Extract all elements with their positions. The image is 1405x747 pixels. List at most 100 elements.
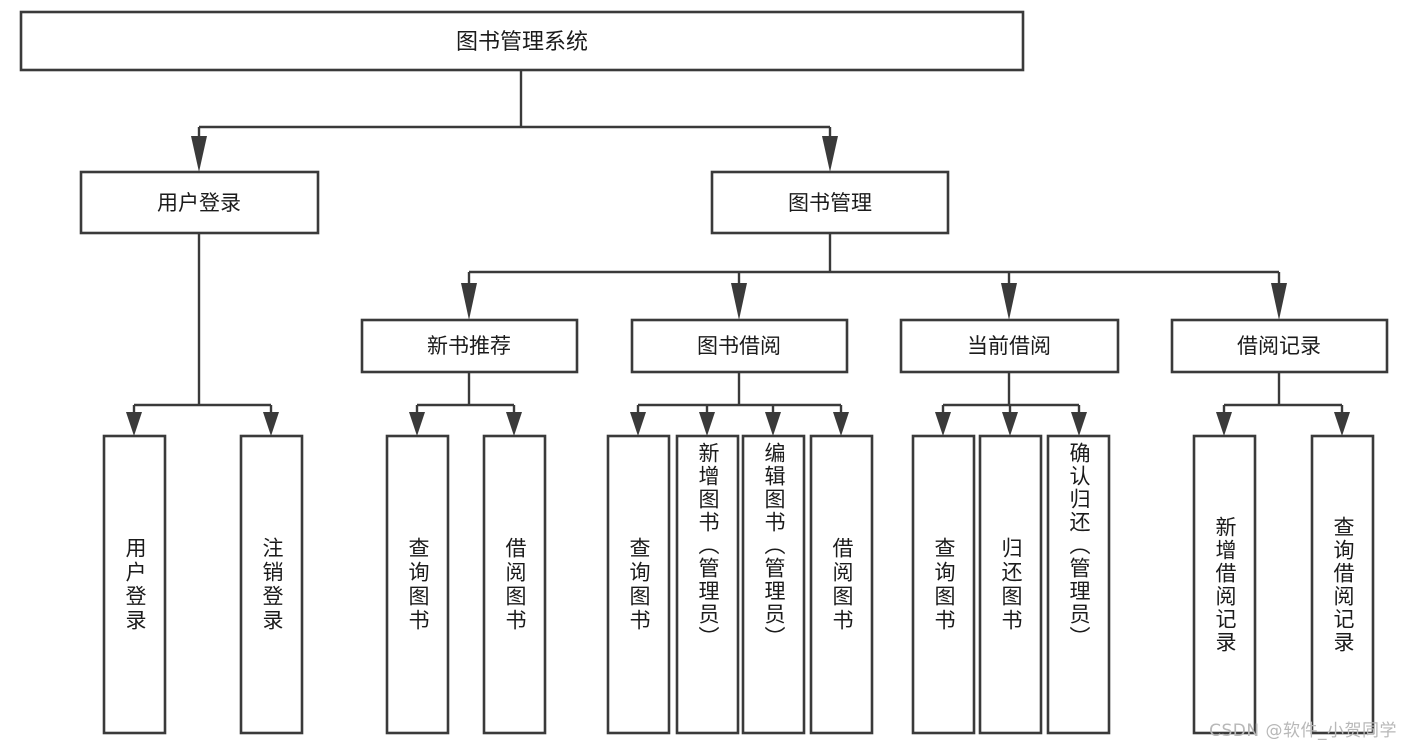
leaf-return-book-text-area: 归还图书: [999, 536, 1023, 633]
node-current-borrow-box[interactable]: [899, 318, 1120, 374]
leaf-edit-book-text-area: 编辑图书（管理员）: [762, 442, 786, 649]
leaf-confirm-return-text-area: 确认归还（管理员）: [1067, 442, 1091, 649]
node-new-book-recommend[interactable]: 新书推荐: [360, 318, 579, 374]
leaf-node[interactable]: 确认归还（管理员）: [1046, 434, 1111, 735]
node-root-box[interactable]: [19, 10, 1025, 72]
leaf-borrow-book-1-box[interactable]: [482, 434, 547, 735]
node-root-label: 图书管理系统: [456, 30, 588, 55]
leaf-confirm-return-label: 确认归还（管理员）: [1067, 442, 1091, 649]
node-book-management-box[interactable]: [710, 170, 950, 235]
connector-current-borrow-to-leaves: [935, 372, 1087, 436]
leaf-node[interactable]: 用户登录: [102, 434, 167, 735]
node-user-login[interactable]: 用户登录: [79, 170, 320, 235]
leaf-node[interactable]: 借阅图书: [809, 434, 874, 735]
arrow-head-icon: [126, 412, 142, 436]
arrow-head-icon: [1002, 412, 1018, 436]
leaf-query-book-1-box[interactable]: [385, 434, 450, 735]
arrow-head-icon: [1071, 412, 1087, 436]
leaf-add-book-box[interactable]: [675, 434, 740, 735]
arrow-head-icon: [1334, 412, 1350, 436]
leaf-edit-book-label: 编辑图书（管理员）: [762, 442, 786, 649]
arrow-head-icon: [191, 136, 207, 172]
arrow-head-icon: [263, 412, 279, 436]
leaf-node[interactable]: 编辑图书（管理员）: [741, 434, 806, 735]
leaf-query-book-1-text-area: 查询图书: [406, 536, 430, 633]
node-new-book-recommend-box[interactable]: [360, 318, 579, 374]
leaf-add-record-label: 新增借阅记录: [1213, 515, 1237, 654]
node-borrow-record-box[interactable]: [1170, 318, 1389, 374]
leaf-borrow-book-2-label: 借阅图书: [830, 536, 854, 633]
arrow-head-icon: [699, 412, 715, 436]
leaf-query-book-3-text-area: 查询图书: [932, 536, 956, 633]
node-borrow-record[interactable]: 借阅记录: [1170, 318, 1389, 374]
connector-root-to-level2: [191, 70, 838, 172]
leaf-node[interactable]: 查询图书: [385, 434, 450, 735]
arrow-head-icon: [1271, 283, 1287, 320]
leaf-logout-login-label: 注销登录: [260, 536, 284, 633]
arrow-head-icon: [461, 283, 477, 320]
leaf-query-record-box[interactable]: [1310, 434, 1375, 735]
connector-user-login-to-leaves: [126, 233, 279, 436]
arrow-head-icon: [833, 412, 849, 436]
node-book-borrow-box[interactable]: [630, 318, 849, 374]
node-book-management[interactable]: 图书管理: [710, 170, 950, 235]
connector-book-borrow-to-leaves: [630, 372, 849, 436]
leaf-user-login-text-area: 用户登录: [123, 536, 147, 633]
leaf-query-book-2-label: 查询图书: [627, 536, 651, 633]
node-current-borrow[interactable]: 当前借阅: [899, 318, 1120, 374]
leaf-query-book-1-label: 查询图书: [406, 536, 430, 633]
arrow-head-icon: [506, 412, 522, 436]
leaf-query-record-text-area: 查询借阅记录: [1331, 515, 1355, 654]
arrow-head-icon: [630, 412, 646, 436]
leaf-node[interactable]: 查询图书: [606, 434, 671, 735]
leaf-node[interactable]: 借阅图书: [482, 434, 547, 735]
leaf-return-book-label: 归还图书: [999, 536, 1023, 633]
arrow-head-icon: [1001, 283, 1017, 320]
node-current-borrow-label: 当前借阅: [967, 334, 1051, 358]
leaf-confirm-return-box[interactable]: [1046, 434, 1111, 735]
arrow-head-icon: [822, 136, 838, 172]
leaf-return-book-box[interactable]: [978, 434, 1043, 735]
leaf-node[interactable]: 注销登录: [239, 434, 304, 735]
connector-borrow-record-to-leaves: [1216, 372, 1350, 436]
leaf-query-book-3-label: 查询图书: [932, 536, 956, 633]
leaf-add-book-label: 新增图书（管理员）: [696, 442, 720, 649]
leaf-borrow-book-1-text-area: 借阅图书: [503, 536, 527, 633]
leaf-query-book-2-box[interactable]: [606, 434, 671, 735]
node-book-borrow[interactable]: 图书借阅: [630, 318, 849, 374]
leaf-query-book-2-text-area: 查询图书: [627, 536, 651, 633]
leaf-node[interactable]: 新增图书（管理员）: [675, 434, 740, 735]
leaf-borrow-book-1-label: 借阅图书: [503, 536, 527, 633]
leaf-logout-login-box[interactable]: [239, 434, 304, 735]
leaf-add-book-text-area: 新增图书（管理员）: [696, 442, 720, 649]
connector-book-management-to-level3: [461, 233, 1287, 320]
node-root[interactable]: 图书管理系统: [19, 10, 1025, 72]
leaf-node[interactable]: 查询借阅记录: [1310, 434, 1375, 735]
leaf-user-login-box[interactable]: [102, 434, 167, 735]
leaf-node[interactable]: 新增借阅记录: [1192, 434, 1257, 735]
leaf-add-record-box[interactable]: [1192, 434, 1257, 735]
arrow-head-icon: [765, 412, 781, 436]
leaf-edit-book-box[interactable]: [741, 434, 806, 735]
leaf-node[interactable]: 查询图书: [911, 434, 976, 735]
leaf-user-login-label: 用户登录: [123, 536, 147, 633]
leaf-query-book-3-box[interactable]: [911, 434, 976, 735]
arrow-head-icon: [1216, 412, 1232, 436]
connector-new-book-recommend-to-leaves: [409, 372, 522, 436]
node-new-book-recommend-label: 新书推荐: [427, 334, 511, 358]
node-book-borrow-label: 图书借阅: [697, 334, 781, 358]
leaf-add-record-text-area: 新增借阅记录: [1213, 515, 1237, 654]
arrow-head-icon: [409, 412, 425, 436]
node-borrow-record-label: 借阅记录: [1237, 334, 1321, 358]
arrow-head-icon: [731, 283, 747, 320]
leaf-node[interactable]: 归还图书: [978, 434, 1043, 735]
leaf-logout-login-text-area: 注销登录: [260, 536, 284, 633]
node-book-management-label: 图书管理: [788, 191, 872, 215]
node-user-login-box[interactable]: [79, 170, 320, 235]
csdn-watermark: CSDN @软件_小贺同学: [1209, 721, 1397, 741]
leaf-borrow-book-2-box[interactable]: [809, 434, 874, 735]
arrow-head-icon: [935, 412, 951, 436]
leaf-query-record-label: 查询借阅记录: [1331, 515, 1355, 654]
node-user-login-label: 用户登录: [157, 191, 241, 215]
